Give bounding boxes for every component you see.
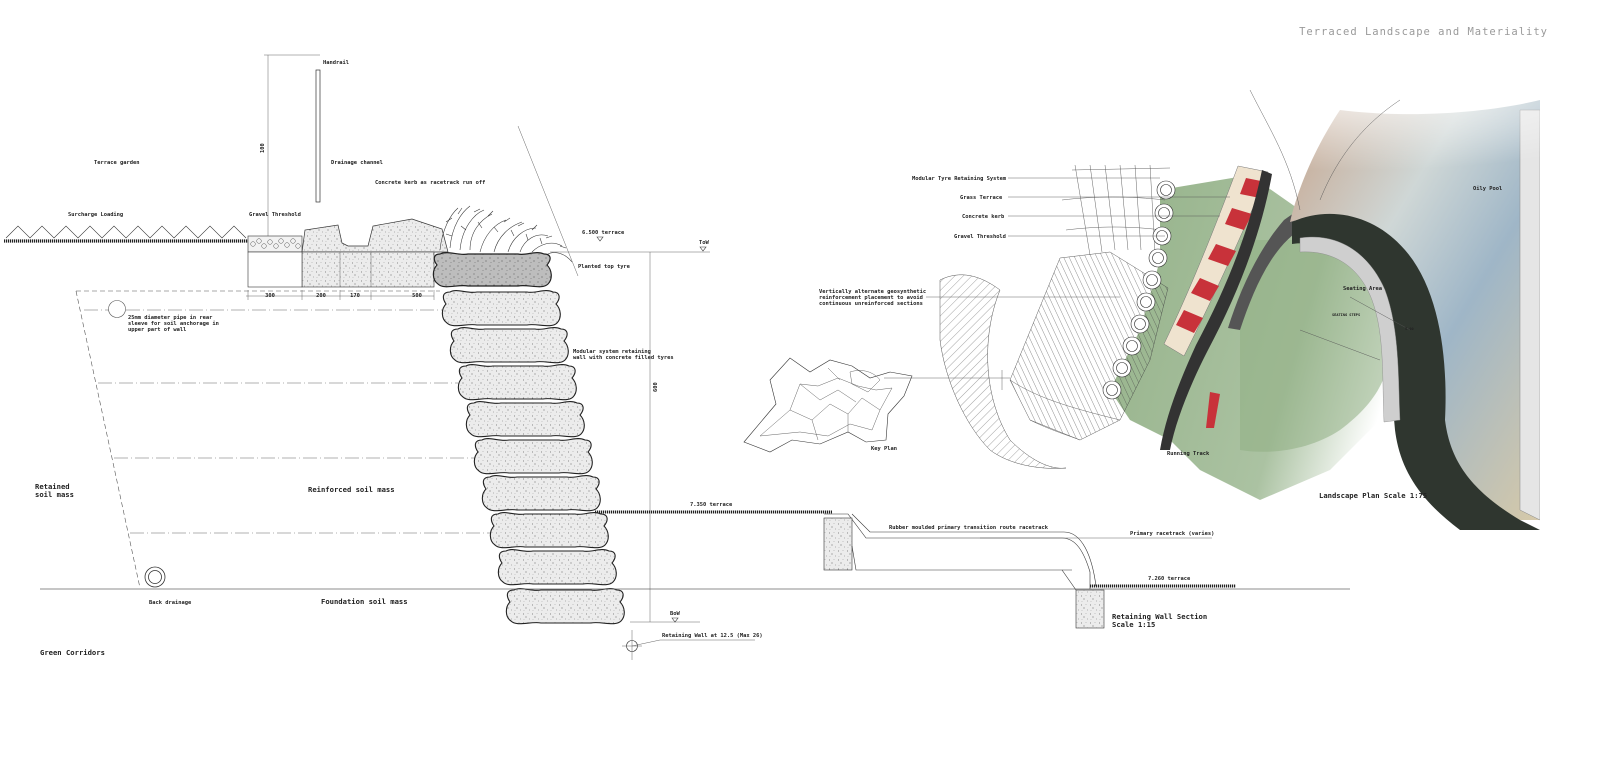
tyre-5 xyxy=(473,438,593,475)
back-drainage-label: Back drainage xyxy=(149,600,192,606)
geosynthetic-note: Vertically alternate geosynthetic reinfo… xyxy=(819,289,929,307)
seating-steps-label: SEATING STEPS xyxy=(1332,313,1360,317)
landscape-plan: Modular Tyre Retaining System Grass Terr… xyxy=(819,89,1550,530)
plan-concrete-kerb-label: Concrete kerb xyxy=(962,214,1005,220)
tyre-9 xyxy=(505,588,625,625)
kerb-foundation-left xyxy=(823,517,853,571)
dim-width-1: 300 xyxy=(265,293,275,299)
drainage-channel-label: Drainage channel xyxy=(331,160,383,166)
oily-pool-label: Oily Pool xyxy=(1473,186,1502,192)
handrail xyxy=(315,69,321,203)
level-terrace-top: 6.500 terrace xyxy=(582,230,625,236)
oily-pool xyxy=(1290,100,1540,520)
surcharge-label: Surcharge Loading xyxy=(68,212,123,218)
pool-edge xyxy=(1292,213,1540,530)
primary-racetrack-label: Primary racetrack (varies) xyxy=(1130,531,1214,537)
level-terrace-low: 7.260 terrace xyxy=(1148,576,1191,582)
concrete-kerb-band xyxy=(1163,165,1269,428)
reinforced-soil-boundary xyxy=(75,290,141,589)
tyre-7 xyxy=(489,512,609,549)
pipe-note-label: 25mm diameter pipe in rear sleeve for so… xyxy=(128,315,222,333)
tyre-top-planted xyxy=(432,251,552,288)
tyre-2 xyxy=(449,327,569,364)
modular-tyre-label: Modular Tyre Retaining System xyxy=(912,176,1007,182)
tyre-6 xyxy=(481,475,601,512)
surcharge-loading-line xyxy=(5,225,247,239)
tyre-4 xyxy=(465,401,585,438)
plan-small-dim: 5.00 xyxy=(1405,327,1414,331)
tyre-8 xyxy=(497,549,617,586)
level-tow: ToW xyxy=(699,240,709,246)
key-plan-label: Key Plan xyxy=(871,446,897,452)
reinforced-soil-label: Reinforced soil mass xyxy=(308,485,395,494)
planted-top-tyre-label: Planted top tyre xyxy=(578,264,631,270)
running-track xyxy=(1160,170,1272,450)
racetrack-profile xyxy=(824,513,1091,589)
level-bow: BoW xyxy=(670,611,680,617)
foundation-soil-label: Foundation soil mass xyxy=(321,597,408,606)
landscape-plan-title: Landscape Plan Scale 1:75 xyxy=(1319,491,1427,500)
modular-system-label: Modular system retaining wall with concr… xyxy=(573,349,674,361)
anchor-pipe xyxy=(108,300,126,318)
running-track-label: Running Track xyxy=(1167,451,1210,457)
reinforcement-grid xyxy=(1009,251,1169,441)
section-title: Retaining Wall Section Scale 1:15 xyxy=(1112,612,1212,629)
tyre-1 xyxy=(441,290,561,327)
green-corridors-label: Green Corridors xyxy=(40,648,105,657)
handrail-dim: 100 xyxy=(260,143,266,153)
retained-soil-label: Retained soil mass xyxy=(35,482,74,499)
concrete-kerb-block xyxy=(301,218,449,253)
handrail-label: Handrail xyxy=(323,60,349,66)
dim-width-2: 200 xyxy=(316,293,326,299)
seating-area-label: Seating Area xyxy=(1343,286,1382,292)
wall-angle-note: Retaining Wall at 12.5 (Max 26) xyxy=(662,633,763,639)
rubber-transition-label: Rubber moulded primary transition route … xyxy=(889,525,1049,531)
grass-terrace-label: Grass Terrace xyxy=(960,195,1003,201)
tyre-3 xyxy=(457,364,577,401)
wall-height-dim: 600 xyxy=(653,382,659,392)
concrete-kerb-label: Concrete kerb as racetrack run off xyxy=(375,180,485,186)
level-terrace-mid: 7.350 terrace xyxy=(690,502,733,508)
back-drainage-pipe xyxy=(144,566,166,588)
slope-hatching xyxy=(939,274,1067,469)
plan-gravel-threshold-label: Gravel Threshold xyxy=(954,234,1006,240)
tyre-stack xyxy=(432,251,625,625)
terrace-garden-label: Terrace garden xyxy=(94,160,139,166)
sheet-title: Terraced Landscape and Materiality xyxy=(1299,26,1548,38)
dim-width-4: 500 xyxy=(412,293,422,299)
retaining-wall-section: Handrail 100 300 200 170 500 xyxy=(4,54,1350,660)
sub-base-slab xyxy=(301,251,435,288)
kerb-foundation-right xyxy=(1075,589,1105,629)
gravel-threshold-label: Gravel Threshold xyxy=(249,212,301,218)
dim-width-3: 170 xyxy=(350,293,360,299)
planting-shrubs xyxy=(439,205,573,263)
